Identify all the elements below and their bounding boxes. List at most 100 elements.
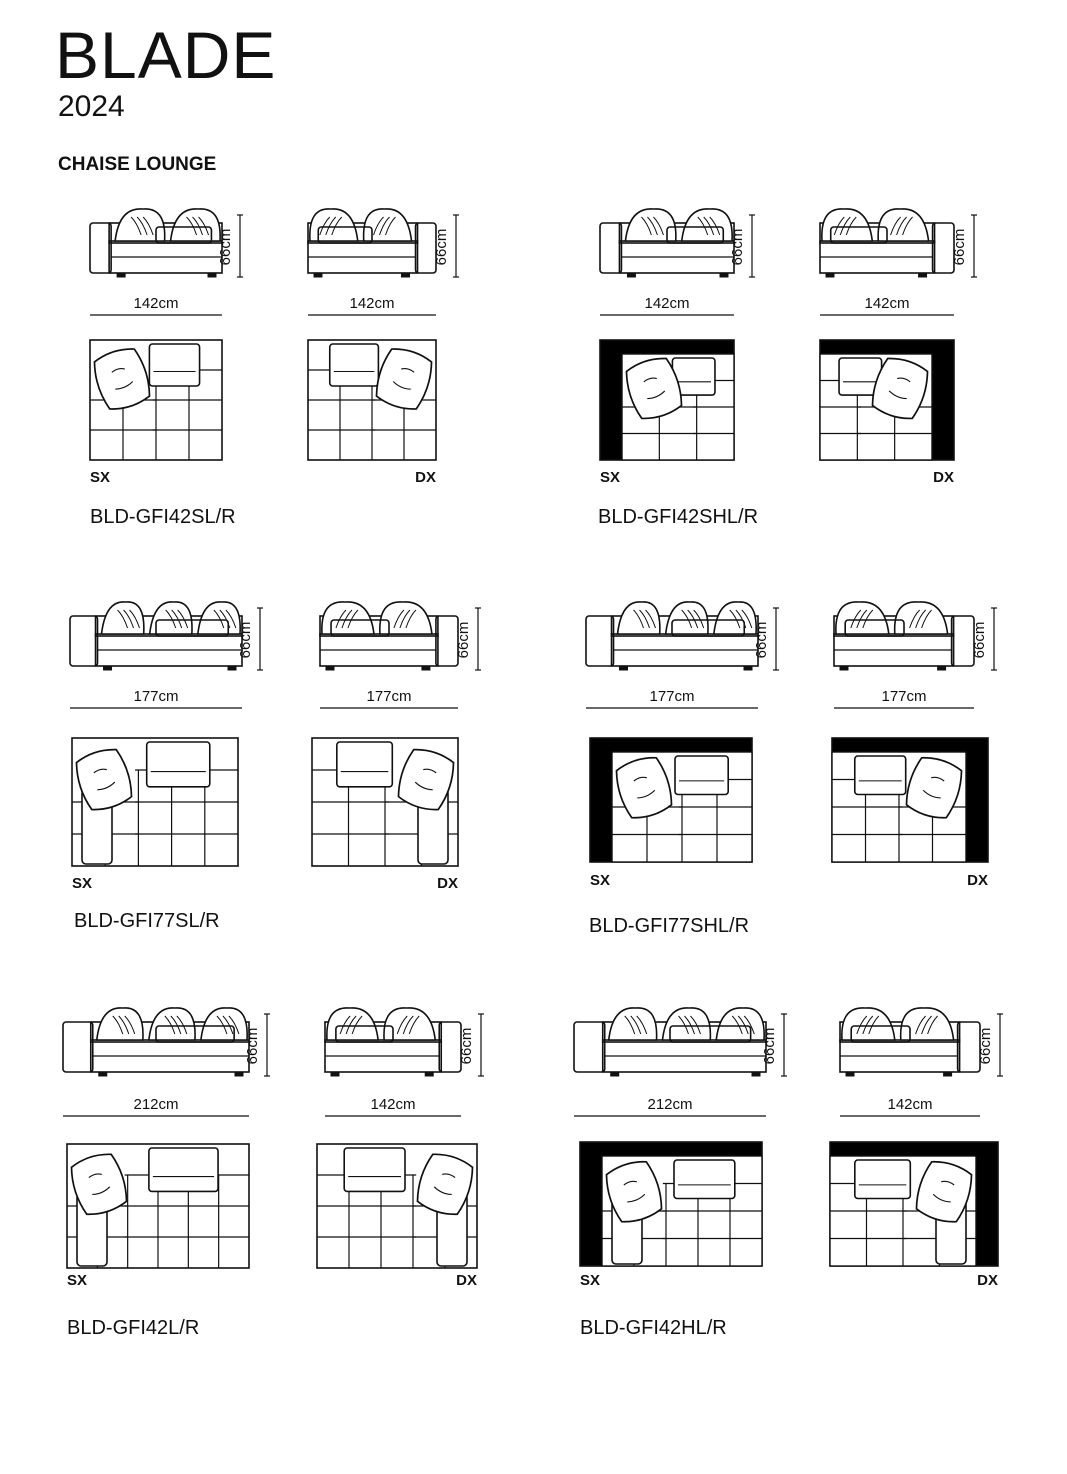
plan-cushion bbox=[148, 1147, 219, 1193]
cushion-crease bbox=[177, 609, 189, 629]
foot bbox=[424, 1071, 434, 1077]
side-label-sx: SX bbox=[580, 1272, 600, 1289]
width-label: 142cm bbox=[349, 295, 394, 312]
foot bbox=[610, 1071, 620, 1077]
cushion-crease bbox=[396, 1015, 408, 1035]
back-cushion bbox=[821, 208, 874, 242]
width-label: 177cm bbox=[366, 688, 411, 705]
foot bbox=[918, 272, 928, 278]
pillow-seam bbox=[637, 789, 656, 799]
height-label: 66cm bbox=[237, 622, 254, 659]
cushion-crease bbox=[123, 609, 134, 629]
cushion-crease bbox=[735, 609, 747, 629]
side-label-dx: DX bbox=[933, 469, 954, 486]
side-label-dx: DX bbox=[967, 872, 988, 889]
pillow-seam bbox=[897, 377, 911, 383]
plan-pillow bbox=[93, 348, 151, 410]
cushion-crease bbox=[402, 1015, 414, 1035]
height-label: 66cm bbox=[455, 622, 472, 659]
cushion-crease bbox=[845, 216, 857, 236]
foot bbox=[751, 1071, 761, 1077]
cushion-crease bbox=[225, 609, 237, 629]
foot bbox=[234, 1071, 244, 1077]
pillow-seam bbox=[93, 768, 107, 774]
side-label-sx: SX bbox=[72, 875, 92, 892]
plan-cushion bbox=[343, 1147, 406, 1193]
plan-cushion bbox=[336, 741, 394, 788]
pillow-outline bbox=[93, 348, 151, 410]
seat-cushion bbox=[330, 619, 390, 637]
cushion-crease bbox=[408, 1015, 420, 1035]
cushion-crease bbox=[645, 609, 656, 629]
cushion-crease bbox=[915, 1015, 926, 1035]
plan-pillow bbox=[416, 1153, 474, 1216]
pillow-outline bbox=[397, 748, 455, 811]
plan-cushion bbox=[674, 755, 730, 796]
pillow-outline bbox=[615, 756, 673, 819]
seat-cushion bbox=[844, 619, 905, 637]
plan-view bbox=[599, 339, 735, 461]
front-view bbox=[62, 1007, 250, 1077]
seat-cushion bbox=[671, 619, 746, 637]
foot bbox=[619, 665, 629, 671]
foot bbox=[719, 272, 729, 278]
plan-pillow bbox=[625, 357, 683, 420]
back-cushion bbox=[196, 601, 241, 635]
pillow-outline bbox=[871, 357, 929, 420]
pillow-outline bbox=[375, 348, 433, 410]
foot bbox=[825, 272, 835, 278]
pillow-seam bbox=[433, 1186, 452, 1196]
armrest bbox=[585, 615, 615, 667]
cushion-crease bbox=[339, 1015, 351, 1035]
foot bbox=[839, 665, 849, 671]
cushion-crease bbox=[624, 1015, 636, 1035]
back-cushion bbox=[893, 601, 949, 635]
height-label: 66cm bbox=[753, 622, 770, 659]
front-view bbox=[599, 208, 735, 278]
back-cushion bbox=[841, 1007, 896, 1041]
cushion-crease bbox=[331, 216, 343, 236]
plan-view bbox=[579, 1141, 763, 1267]
width-label: 142cm bbox=[133, 295, 178, 312]
pillow-outline bbox=[915, 1160, 973, 1223]
plan-view bbox=[831, 737, 989, 863]
plan-pillow bbox=[70, 1153, 128, 1216]
armrest bbox=[414, 222, 437, 274]
side-label-sx: SX bbox=[67, 1272, 87, 1289]
cushion-crease bbox=[228, 1015, 240, 1035]
armrest bbox=[62, 1021, 94, 1073]
plan-view bbox=[66, 1143, 250, 1269]
pillow-outline bbox=[905, 756, 963, 819]
armrest bbox=[438, 1021, 462, 1073]
back-cushion bbox=[383, 1007, 437, 1041]
plan-cushion bbox=[145, 741, 211, 788]
back-cushion bbox=[100, 601, 145, 635]
cushion-crease bbox=[379, 216, 390, 236]
plan-view bbox=[89, 339, 223, 461]
foot bbox=[98, 1071, 108, 1077]
cushion-crease bbox=[653, 216, 664, 236]
pillow-seam bbox=[92, 1186, 111, 1196]
cushion-crease bbox=[684, 1015, 695, 1035]
front-view bbox=[69, 601, 243, 671]
armrest bbox=[950, 615, 975, 667]
pillow-seam bbox=[97, 781, 116, 791]
cushion-crease bbox=[862, 609, 874, 629]
armrest bbox=[573, 1021, 606, 1073]
height-label: 66cm bbox=[458, 1028, 475, 1065]
pillow-seam bbox=[392, 381, 411, 390]
pillow-seam bbox=[414, 781, 433, 791]
cushion-crease bbox=[697, 216, 709, 236]
seat-cushion bbox=[335, 1025, 394, 1043]
width-label: 142cm bbox=[370, 1096, 415, 1113]
plan-view bbox=[311, 737, 459, 867]
back-cushion bbox=[715, 1007, 765, 1041]
back-cushion bbox=[321, 601, 375, 635]
cushion-crease bbox=[345, 1015, 357, 1035]
plan-view bbox=[819, 339, 955, 461]
foot bbox=[626, 272, 636, 278]
